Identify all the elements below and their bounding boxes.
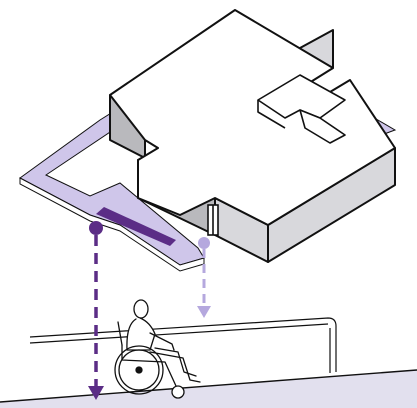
down-arrow-light-icon (197, 237, 211, 318)
entrance-notch (207, 204, 219, 236)
down-arrow-icon (88, 221, 104, 400)
handrail-icon (29, 317, 337, 373)
courtyard (257, 74, 346, 144)
ground-ramp (0, 370, 417, 408)
ground-edge (0, 369, 417, 403)
building-roof (109, 9, 396, 226)
wheelchair-user-icon (114, 299, 201, 399)
